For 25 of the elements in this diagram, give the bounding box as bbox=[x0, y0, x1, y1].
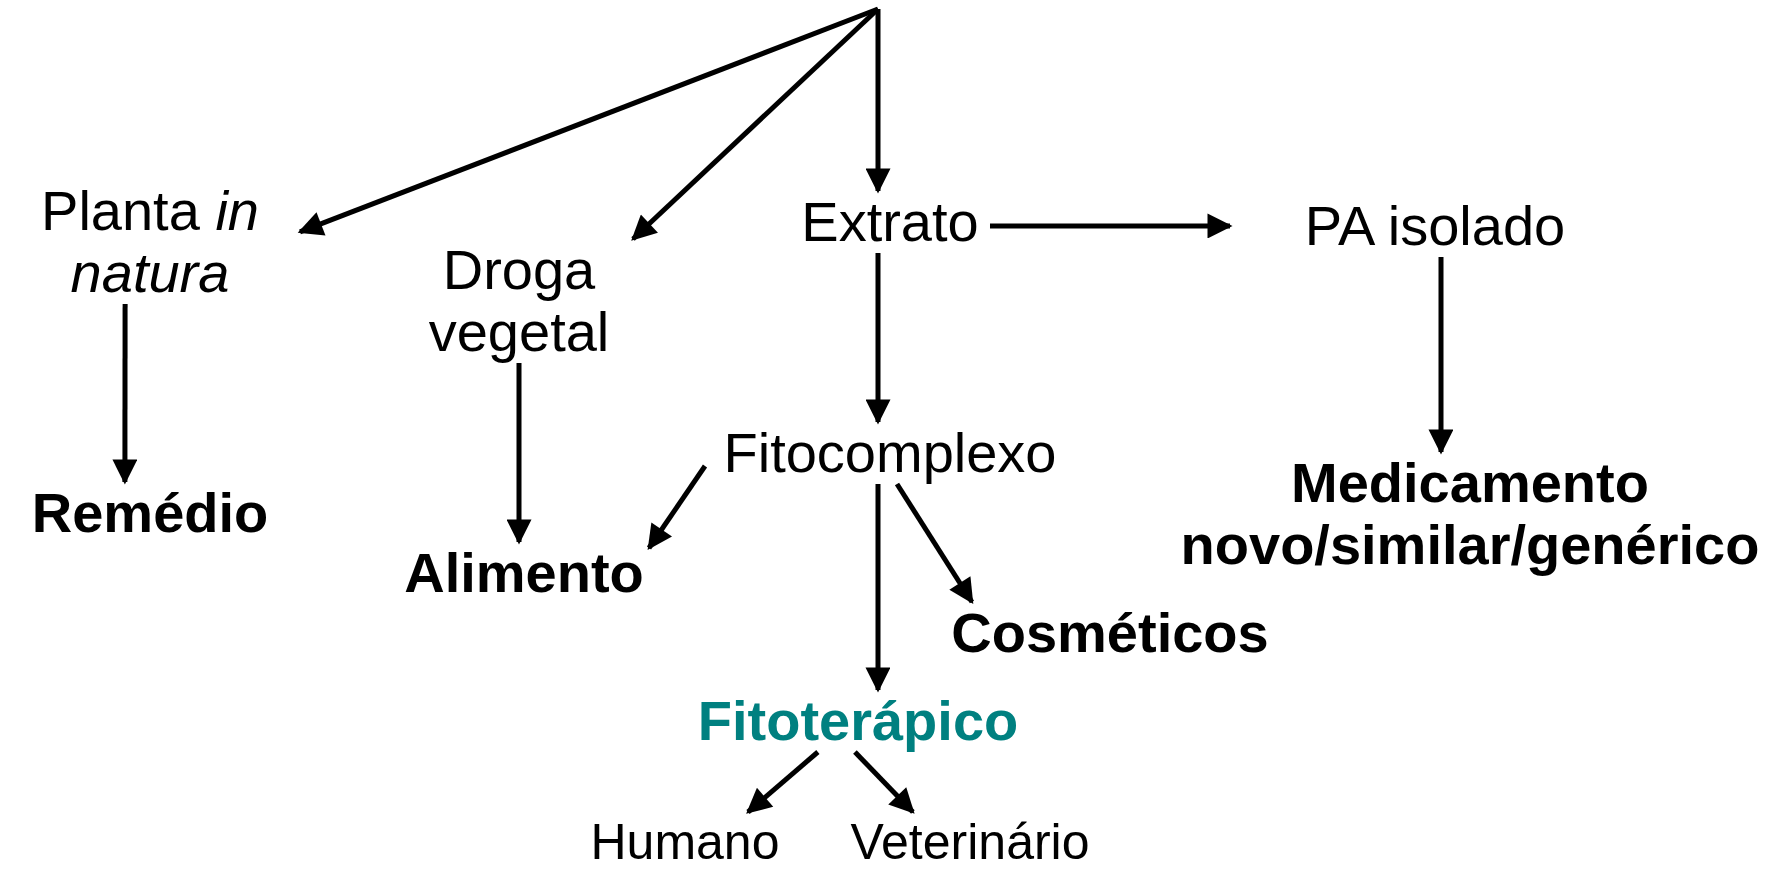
node-label: Fitocomplexo bbox=[723, 422, 1057, 484]
arrow bbox=[865, 253, 891, 425]
node-label: Fitoterápico bbox=[697, 690, 1019, 752]
arrow bbox=[865, 9, 891, 194]
arrow bbox=[646, 464, 708, 551]
node-label: Planta in natura bbox=[40, 180, 260, 304]
arrow bbox=[1428, 257, 1454, 455]
node-label: Humano bbox=[590, 813, 780, 872]
arrow bbox=[631, 7, 880, 241]
node-label: Cosméticos bbox=[951, 602, 1269, 664]
node-label: Medicamento novo/similar/genérico bbox=[1179, 452, 1761, 576]
arrow bbox=[894, 482, 975, 605]
arrow bbox=[990, 213, 1233, 239]
node-label: PA isolado bbox=[1304, 195, 1566, 257]
arrow bbox=[746, 750, 820, 814]
arrow bbox=[506, 363, 532, 545]
node-label: Extrato bbox=[801, 191, 979, 253]
arrow bbox=[865, 484, 891, 693]
node-label: Alimento bbox=[404, 542, 644, 604]
arrow bbox=[112, 304, 138, 485]
arrow bbox=[297, 6, 879, 236]
arrow bbox=[853, 750, 915, 814]
node-label: Droga vegetal bbox=[427, 239, 611, 363]
node-label: Remédio bbox=[31, 482, 269, 544]
node-label: Veterinário bbox=[850, 813, 1090, 872]
